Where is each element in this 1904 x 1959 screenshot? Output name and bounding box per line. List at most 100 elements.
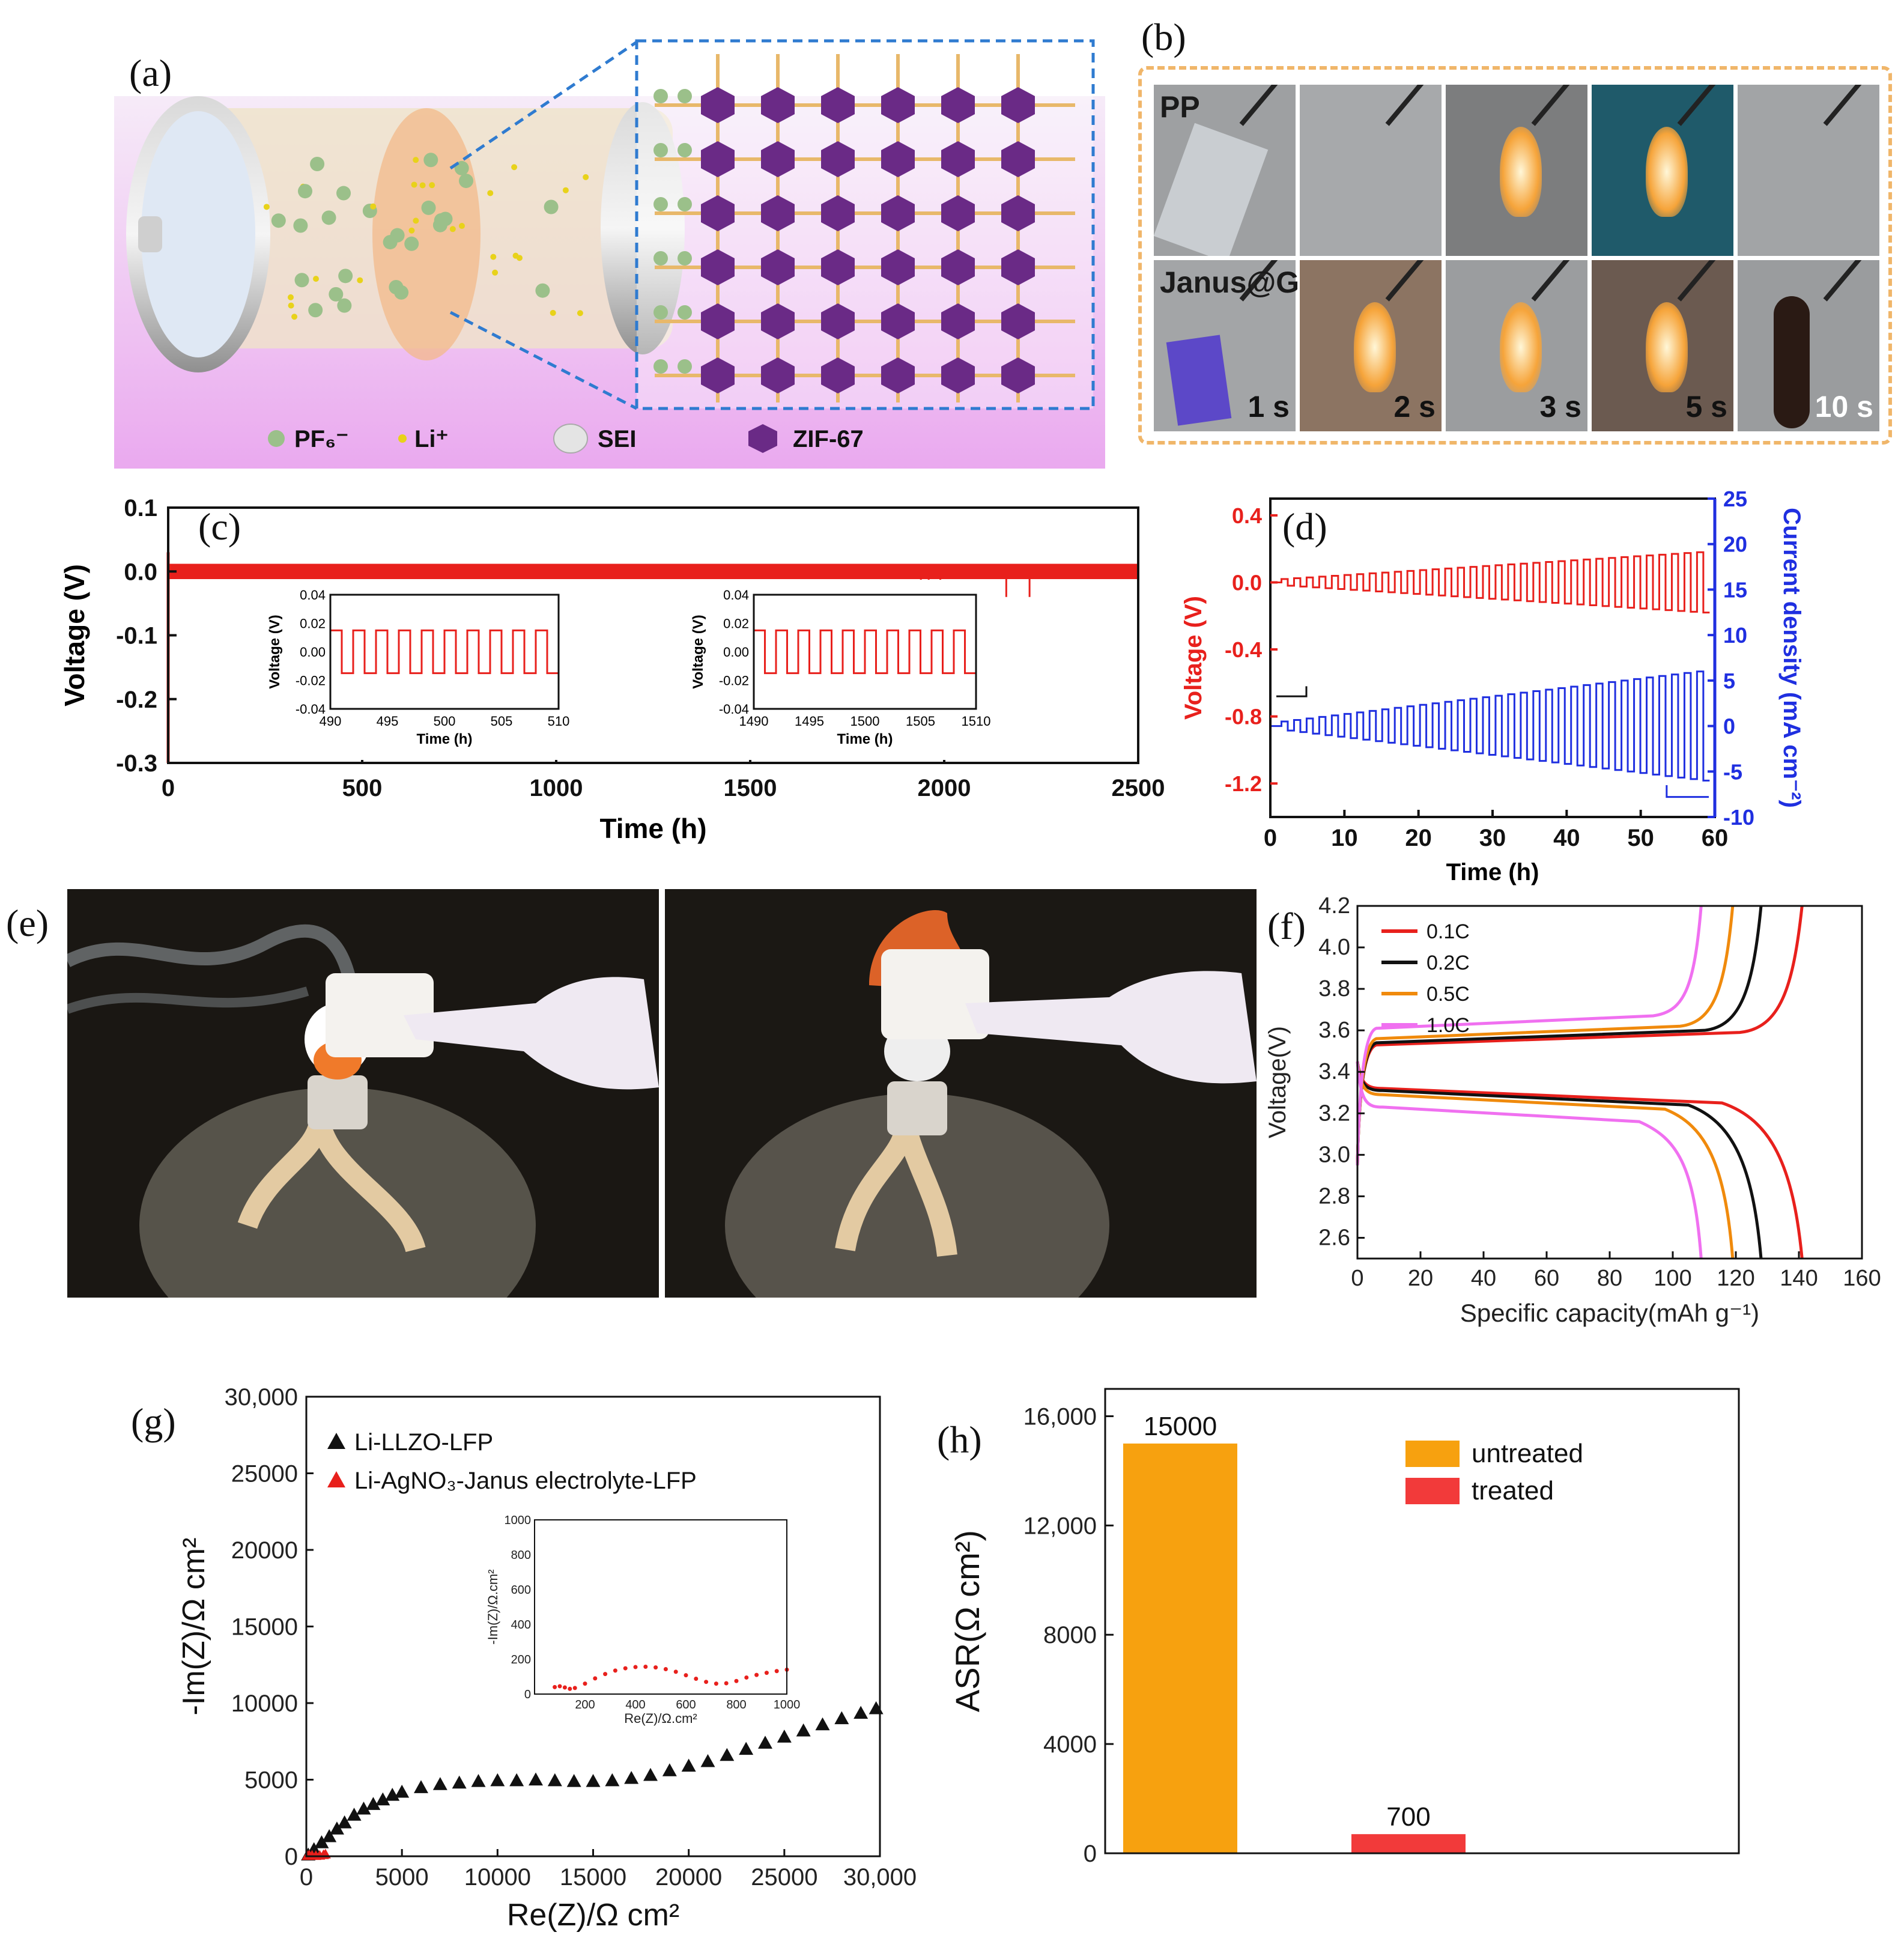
x-tick-label: 40 (1471, 1266, 1496, 1291)
zif-67-unit (821, 249, 855, 285)
llzo-data-point (853, 1705, 869, 1719)
li-ion (313, 276, 320, 282)
flame-time-label: 10 s (1815, 390, 1873, 424)
legend-label: treated (1472, 1476, 1554, 1505)
legend-label: 0.2C (1426, 952, 1470, 974)
legend-label: Li-AgNO₃-Janus electrolyte-LFP (354, 1468, 697, 1494)
pf6-ion (653, 359, 668, 374)
li-ion (429, 182, 435, 189)
burner-photo-right (665, 889, 1257, 1298)
y-axis-label: Voltage(V) (1264, 1026, 1291, 1138)
inset-data-point (613, 1668, 617, 1673)
llzo-data-point (777, 1730, 792, 1743)
inset-voltage-line (754, 629, 976, 675)
panel-label-h: (h) (937, 1418, 982, 1461)
llzo-data-point (624, 1770, 639, 1784)
zif-67-unit (761, 87, 795, 123)
zif-67-unit (881, 357, 915, 393)
zif-67-unit (941, 87, 975, 123)
llzo-data-point (471, 1774, 486, 1787)
inset-y-tick-label: 600 (511, 1584, 531, 1597)
flame-frame (1154, 85, 1296, 256)
pf6-ion (383, 235, 398, 250)
x-tick-label: 30 (1479, 825, 1506, 851)
legend-li: Li⁺ (414, 426, 449, 452)
zif-67-unit (761, 357, 795, 393)
y2-axis-label: Current density (mA cm⁻²) (1778, 508, 1805, 808)
zif-67-unit (821, 141, 855, 177)
flame-time-label: 1 s (1248, 390, 1290, 424)
inset-data-point (684, 1673, 688, 1678)
charge-curve (1356, 905, 1703, 1165)
li-ion (458, 223, 465, 229)
panel-label-g: (g) (131, 1400, 176, 1443)
x-tick-label: 60 (1534, 1266, 1559, 1291)
llzo-data-point (720, 1748, 735, 1761)
y2-tick-label: 25 (1723, 487, 1747, 511)
x-tick-label: 0 (1264, 825, 1277, 851)
chart-h-svg: 15000untreated700treated04000800012,0001… (948, 1388, 1740, 1867)
y-tick-label: 0.0 (1232, 570, 1262, 595)
zif-67-unit (701, 357, 735, 393)
inset-y-tick-label: -0.02 (296, 673, 326, 688)
x-axis-label: Time (h) (1446, 859, 1539, 885)
discharge-curve (1356, 1061, 1703, 1259)
y-tick-label: 16,000 (1023, 1403, 1097, 1430)
x-tick-label: 0 (162, 775, 175, 801)
llzo-data-point (509, 1773, 524, 1787)
x-tick-label: 1000 (530, 775, 583, 801)
pf6-ion (336, 186, 351, 201)
flame-time-label: 2 s (1393, 390, 1436, 424)
llzo-data-point (643, 1767, 658, 1781)
inset-x-tick-label: 1490 (739, 714, 769, 729)
inset-frame (753, 594, 977, 710)
inset-x-tick-label: 1510 (962, 714, 991, 729)
zif-67-unit (701, 141, 735, 177)
x-tick-label: 60 (1702, 825, 1729, 851)
burner-photo-left (67, 889, 659, 1298)
zif-67-unit (1001, 249, 1035, 285)
flame-frame (1738, 260, 1879, 431)
llzo-data-point (758, 1736, 772, 1749)
zif-67-unit (881, 141, 915, 177)
x-tick-label: 2500 (1112, 775, 1165, 801)
inset-data-point (603, 1672, 608, 1677)
inset-x-tick-label: 495 (377, 714, 399, 729)
legend-label: untreated (1472, 1439, 1583, 1468)
inset-data-point (744, 1675, 749, 1680)
discharge-curve (1356, 1061, 1735, 1259)
inset-y-tick-label: -0.04 (719, 702, 749, 717)
pf6-ion (678, 143, 692, 157)
y-tick-label: 0.4 (1232, 503, 1262, 528)
y-tick-label: 0.1 (124, 495, 157, 521)
inset-y-tick-label: 0 (524, 1688, 531, 1701)
flame-time-label: 3 s (1539, 390, 1581, 424)
y-tick-label: 5000 (244, 1767, 298, 1794)
inset-y-tick-label: -0.02 (719, 673, 749, 688)
flame-frame (1446, 85, 1587, 256)
x-tick-label: 40 (1553, 825, 1580, 851)
flame-row-label: PP (1160, 90, 1200, 124)
zif-67-unit (1001, 357, 1035, 393)
pf6-ion (653, 143, 668, 157)
pf6-ion (653, 305, 668, 320)
legend-marker (327, 1471, 345, 1487)
legend-swatch (1405, 1441, 1460, 1467)
y-axis-label: Voltage (V) (59, 564, 90, 706)
pf6-ion (653, 251, 668, 266)
x-axis-label: Specific capacity(mAh g⁻¹) (1460, 1299, 1759, 1327)
zif-67-unit (761, 195, 795, 231)
inset-data-point (764, 1671, 769, 1675)
inset-x-tick-label: 200 (575, 1698, 595, 1711)
inset-x-tick-label: 505 (491, 714, 513, 729)
zif-67-unit (821, 303, 855, 339)
li-ion (550, 309, 556, 316)
inset-data-point (663, 1667, 668, 1672)
pf6-ion (294, 273, 309, 288)
x-tick-label: 20000 (655, 1864, 722, 1891)
